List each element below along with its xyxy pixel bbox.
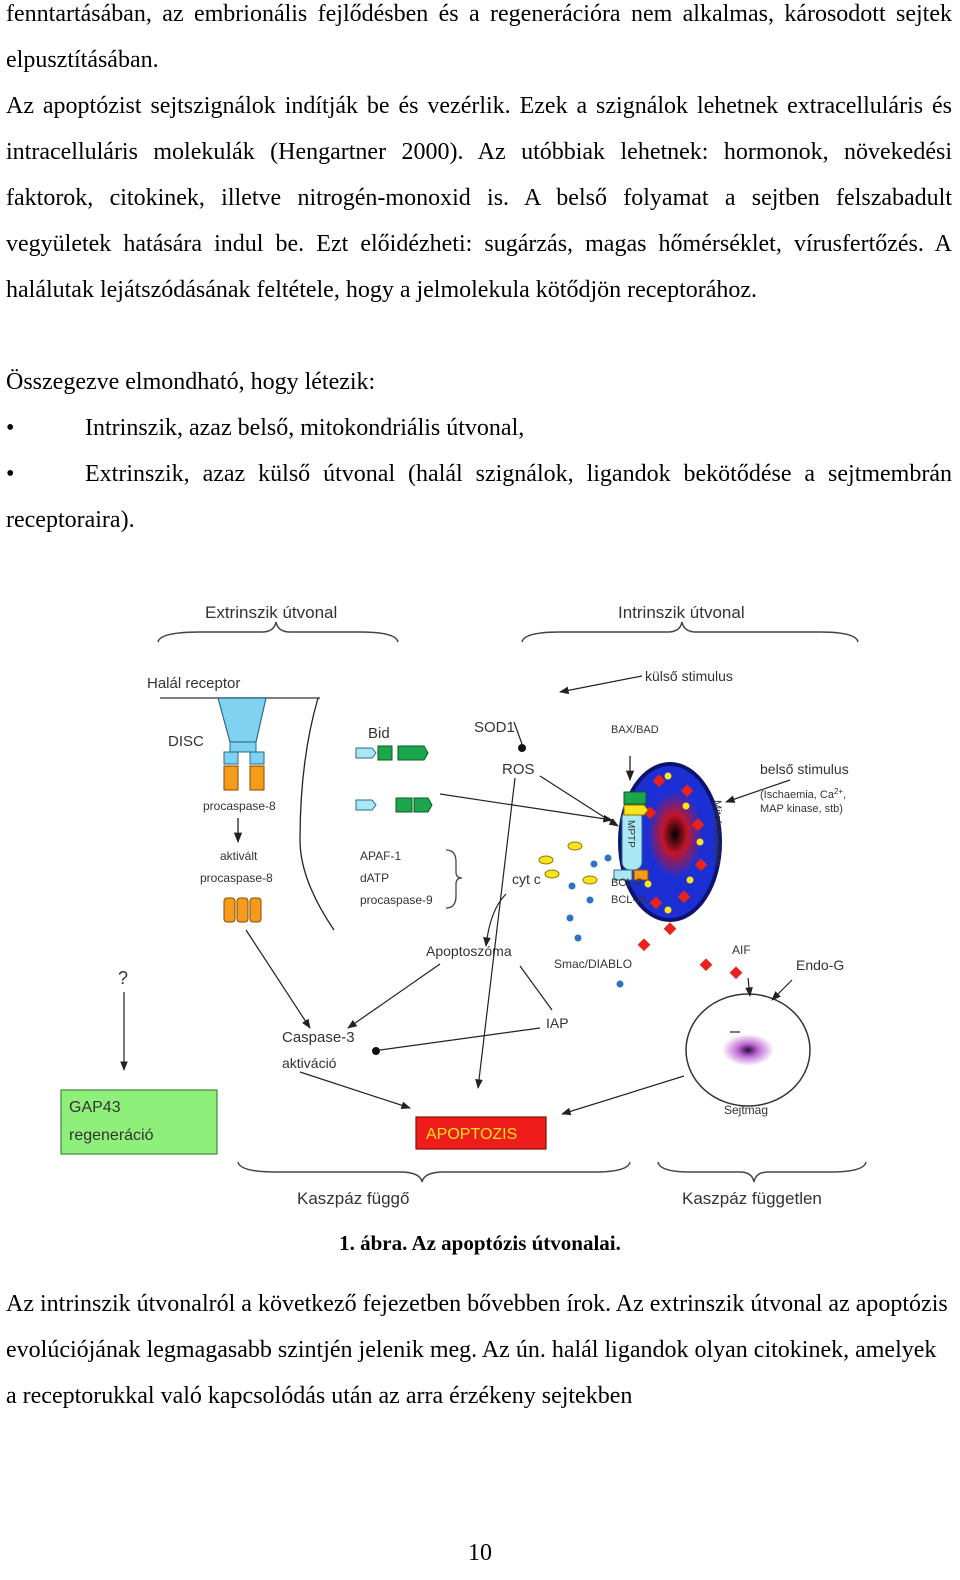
paragraph-intro: fenntartásában, az embrionális fejlődésb…: [6, 1, 952, 73]
ros-to-apoptosis-arrow: [475, 777, 516, 1089]
apaf1-label: APAF-1: [360, 849, 401, 863]
bullet-item-intrinsic: • Intrinszik, azaz belső, mitokondriális…: [6, 405, 952, 451]
regeneration-label: regeneráció: [69, 1127, 154, 1144]
active-caspase-bar: [236, 897, 249, 923]
paragraph-bottom: Az intrinszik útvonalról a következő fej…: [6, 1291, 948, 1409]
nucleus-label: Sejtmag: [724, 1103, 768, 1117]
internal-stimulus-detail: (Ischaemia, Ca2+,: [760, 787, 846, 801]
paragraph-signals: Az apoptózist sejtszignálok indítják be …: [6, 93, 952, 303]
smac-blue-dots: [566, 854, 624, 988]
page-number: 10: [468, 1540, 492, 1566]
bullet-text: Intrinszik, azaz belső, mitokondriális ú…: [85, 415, 525, 441]
active-caspase-bar: [223, 897, 236, 923]
intrinsic-heading: Intrinszik útvonal: [618, 603, 745, 622]
bid-green-part: [377, 745, 393, 761]
caspase8-to-caspase3-arrow: [245, 929, 311, 1029]
extrinsic-heading: Extrinszik útvonal: [205, 603, 337, 622]
bax-yellow-part: [623, 804, 649, 816]
receptor-stem: [229, 741, 257, 753]
nucleus-to-apoptosis-arrow: [561, 1075, 685, 1116]
caspase-independent-brace: [657, 1161, 867, 1183]
aif-arrow: [745, 977, 753, 997]
external-stimulus-arrow: [559, 675, 643, 695]
apoptosome-label: Apoptoszóma: [426, 943, 512, 959]
bclxl-label: BCL-XL: [611, 894, 650, 906]
smac-label: Smac/DIABLO: [554, 957, 632, 971]
caspase-dependent-label: Kaszpáz függő: [297, 1189, 409, 1208]
mitochondrion-yellow-dots: [644, 772, 704, 914]
bid-label: Bid: [368, 725, 390, 742]
tbid-green-part: [395, 797, 413, 813]
cyt-c-yellow-ovals: [538, 841, 598, 885]
bax-green-part: [623, 791, 647, 805]
caspase3-label: Caspase-3: [282, 1029, 355, 1046]
bcl2-label: BCL-2: [611, 877, 642, 889]
endog-arrow: [771, 979, 793, 1001]
cytc-label: cyt c: [512, 871, 541, 887]
sod1-dot: [518, 744, 526, 752]
apoptosis-pathways-figure: Extrinszik útvonal Intrinszik útvonal Ha…: [60, 603, 867, 1208]
active-caspase-bar: [249, 897, 262, 923]
apoptosis-label: APOPTOZIS: [426, 1126, 517, 1143]
internal-stimulus-label: belső stimulus: [760, 761, 849, 777]
death-receptor-shape: [217, 697, 267, 743]
tbid-green-part: [413, 797, 433, 813]
bid-cyan-part: [355, 747, 377, 759]
bid-green-part: [397, 745, 429, 761]
iap-inhibition-dot: [372, 1047, 380, 1055]
apoptosome-to-caspase3-arrow: [347, 963, 441, 1029]
sod1-label: SOD1: [474, 719, 515, 736]
disc-label: DISC: [168, 733, 204, 750]
external-stimulus-label: külső stimulus: [645, 668, 733, 684]
bullet-item-extrinsic: • Extrinszik, azaz külső útvonal (halál …: [6, 451, 952, 543]
bid-path-curve: [299, 697, 335, 931]
internal-stimulus-arrow: [725, 779, 791, 803]
extrinsic-brace: [157, 621, 399, 643]
ros-to-mito-arrow: [539, 775, 619, 827]
caspase-dependent-brace: [237, 1161, 631, 1183]
apaf-brace: [445, 849, 463, 909]
iap-label: IAP: [546, 1015, 569, 1031]
aif-red-diamonds: [637, 922, 743, 980]
activated-label: aktivált: [220, 849, 258, 863]
procaspase8-left: [223, 765, 239, 791]
procaspase8-label: procaspase-8: [203, 799, 276, 813]
smac-iap-connector: [519, 965, 553, 1011]
caspase3-to-apoptosis-arrow: [299, 1071, 411, 1109]
bcl-orange-part: [633, 869, 649, 881]
caspase-independent-label: Kaszpáz független: [682, 1189, 822, 1208]
internal-stimulus-detail2: MAP kinase, stb): [760, 803, 843, 815]
procaspase8-right: [249, 765, 265, 791]
ros-label: ROS: [502, 761, 535, 778]
bullet-text: Extrinszik, azaz külső útvonal (halál sz…: [6, 461, 952, 533]
figure-caption: 1. ábra. Az apoptózis útvonalai.: [339, 1231, 621, 1255]
intrinsic-brace: [521, 621, 859, 643]
paragraph-summary: Összegezve elmondható, hogy létezik:: [6, 369, 376, 395]
mitochondrion-label: Mitokondrium: [711, 800, 723, 866]
tbid-cyan-part: [355, 799, 377, 811]
procaspase8-activated-label: procaspase-8: [200, 871, 273, 885]
mptp-label: MPTP: [625, 820, 636, 848]
procaspase9-label: procaspase-9: [360, 893, 433, 907]
nucleus-chromatin: [722, 1034, 774, 1066]
datp-label: dATP: [360, 871, 389, 885]
aif-label: AIF: [732, 943, 751, 957]
bcl-cyan-part: [613, 869, 633, 881]
bax-bad-label: BAX/BAD: [611, 724, 659, 736]
cytc-to-apoptosome-arrow: [483, 893, 507, 947]
gap43-box: [60, 1089, 218, 1155]
disc-adapter-left: [223, 751, 239, 765]
sod1-connector: [513, 721, 523, 745]
question-mark: ?: [118, 968, 128, 988]
bullet-symbol: •: [6, 415, 15, 441]
iap-inhibition-line: [379, 1027, 541, 1051]
endog-label: Endo-G: [796, 957, 844, 973]
death-receptor-label: Halál receptor: [147, 675, 240, 692]
gap43-label: GAP43: [69, 1099, 121, 1116]
bullet-symbol: •: [6, 461, 15, 487]
disc-adapter-right: [249, 751, 265, 765]
apoptosis-box: [415, 1116, 547, 1150]
activation-label: aktiváció: [282, 1055, 337, 1071]
tbid-to-mito-arrow: [439, 793, 613, 823]
